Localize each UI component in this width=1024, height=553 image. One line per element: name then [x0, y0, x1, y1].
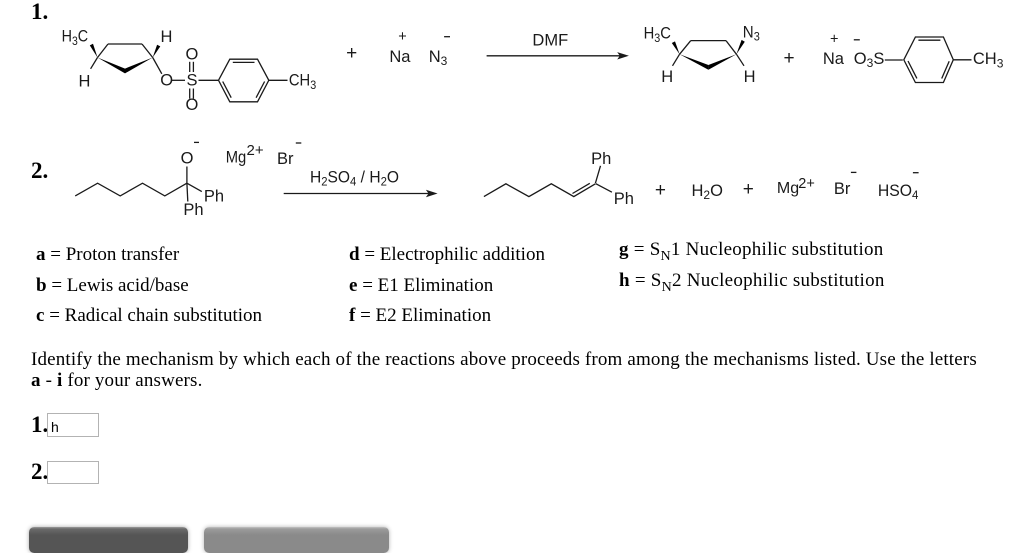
svg-text:Ph: Ph [183, 201, 203, 219]
svg-text:HSO4: HSO4 [878, 182, 919, 202]
svg-text:O: O [160, 72, 173, 90]
svg-text:+: + [346, 43, 357, 64]
svg-text:Na: Na [823, 50, 845, 68]
svg-text:CH3: CH3 [973, 50, 1004, 71]
svg-text:Ph: Ph [591, 150, 611, 168]
svg-text:O: O [181, 149, 194, 167]
svg-text:Mg: Mg [226, 149, 247, 167]
svg-text:H: H [744, 68, 756, 86]
svg-text:+: + [398, 29, 406, 45]
svg-text:Br: Br [277, 150, 294, 168]
svg-text:+: + [783, 48, 794, 69]
svg-text:DMF: DMF [532, 32, 568, 50]
svg-text:S: S [187, 72, 198, 90]
svg-text:Ph: Ph [614, 190, 634, 208]
svg-text:Ph: Ph [204, 188, 224, 206]
svg-text:H3C: H3C [62, 28, 89, 49]
svg-text:O3S: O3S [854, 50, 885, 70]
svg-text:2+: 2+ [247, 142, 264, 159]
svg-text:+: + [655, 180, 666, 201]
svg-text:H: H [161, 28, 173, 46]
svg-text:O: O [186, 45, 199, 63]
svg-text:2+: 2+ [798, 176, 815, 192]
svg-text:H2O: H2O [692, 182, 724, 202]
svg-text:N3: N3 [429, 48, 448, 68]
svg-text:Mg: Mg [777, 180, 799, 197]
svg-text:O: O [186, 96, 199, 114]
svg-text:+: + [830, 31, 838, 47]
svg-text:N3: N3 [743, 24, 760, 44]
svg-text:CH3: CH3 [289, 72, 317, 93]
svg-text:H2SO4 / H2O: H2SO4 / H2O [310, 169, 399, 189]
svg-text:H3C: H3C [644, 24, 671, 45]
svg-text:Br: Br [834, 180, 851, 198]
svg-text:H: H [661, 68, 673, 86]
svg-text:Na: Na [389, 48, 411, 66]
svg-text:+: + [743, 179, 754, 200]
svg-text:H: H [79, 72, 91, 90]
